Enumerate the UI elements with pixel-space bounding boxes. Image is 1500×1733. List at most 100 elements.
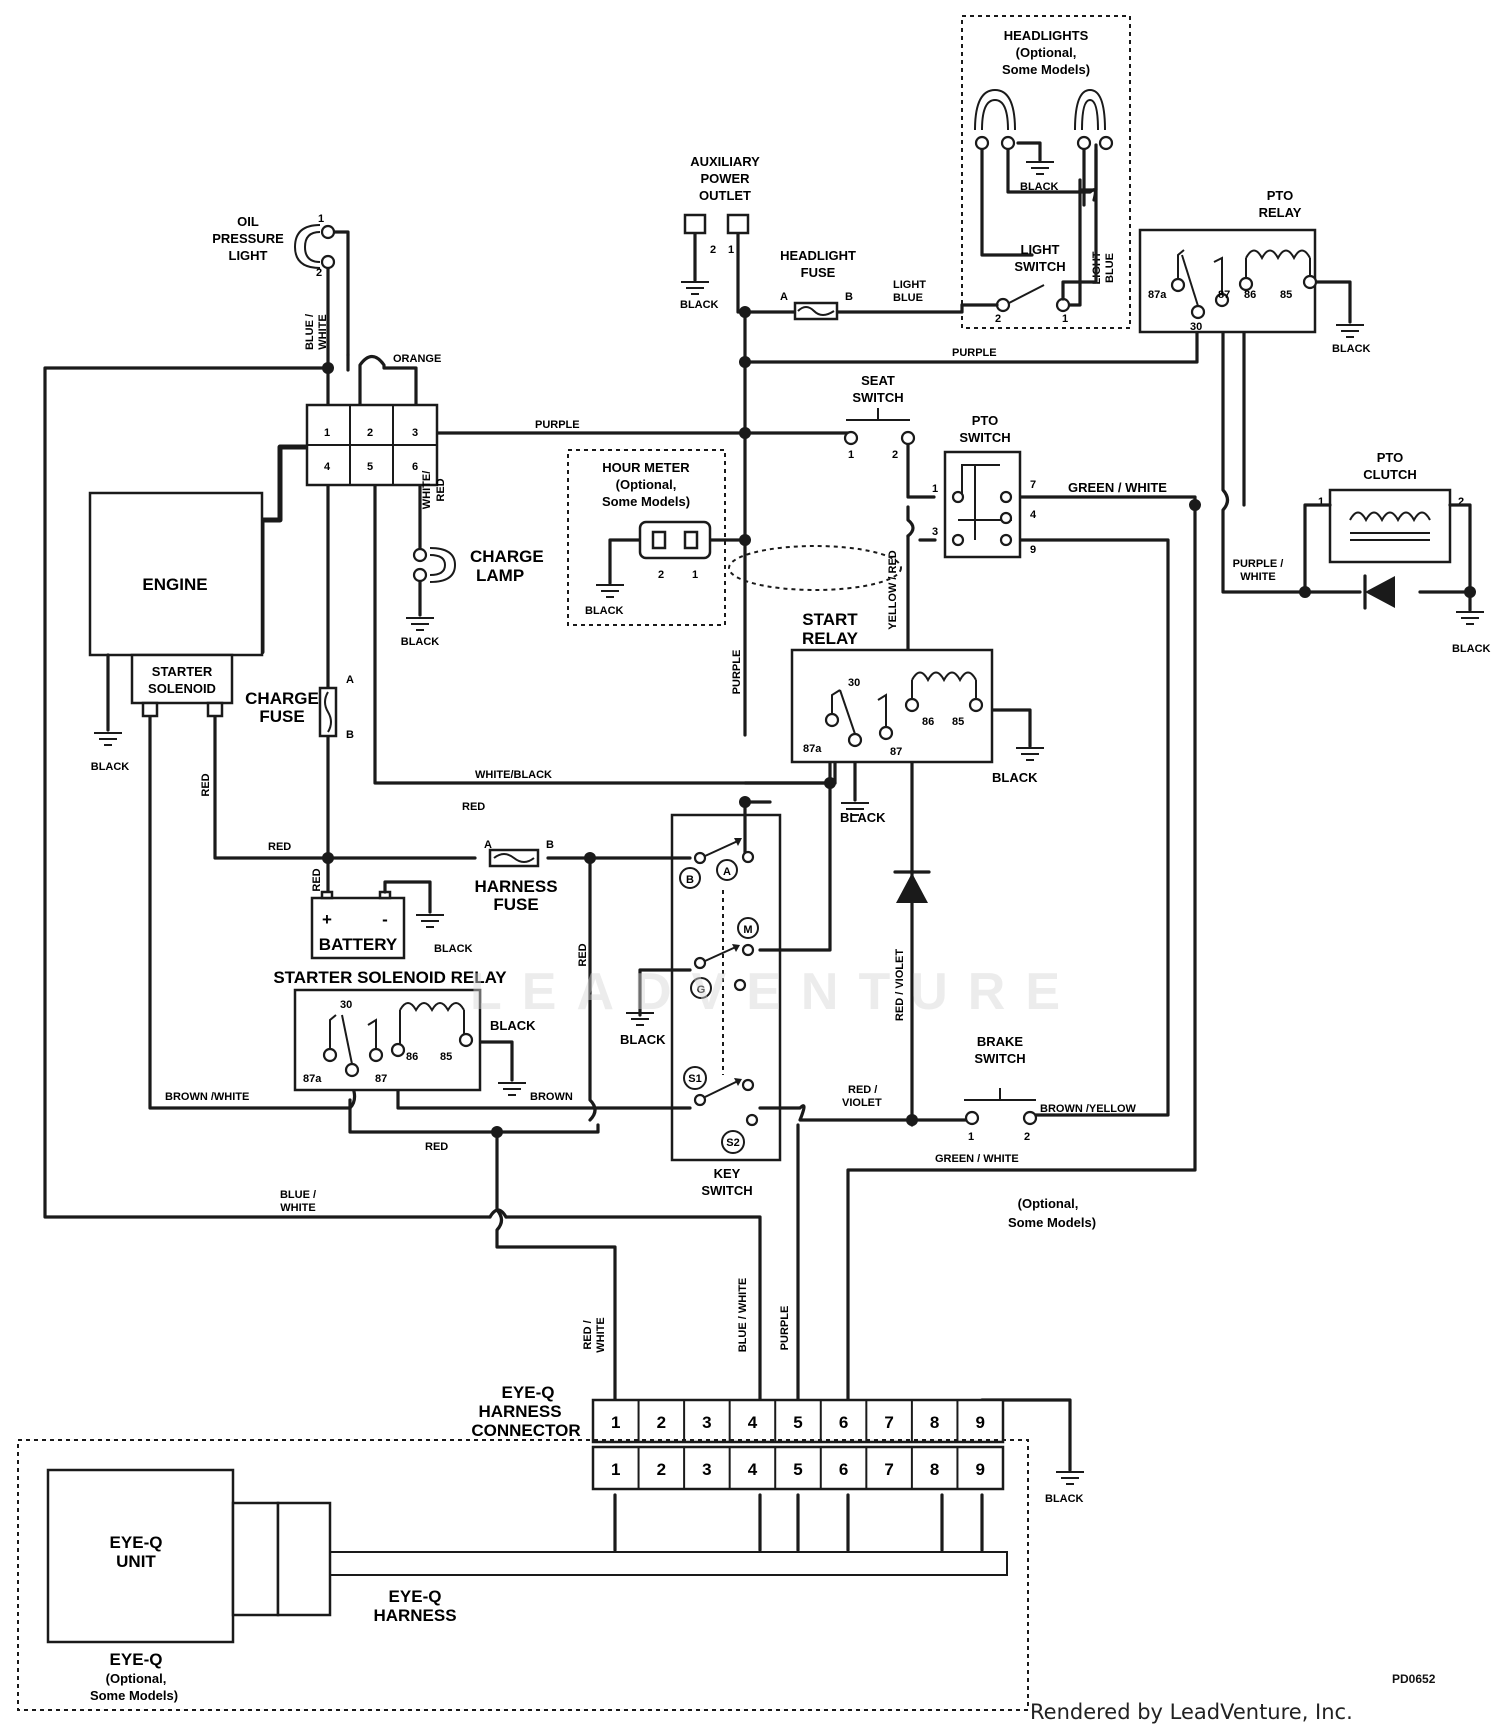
battery-label: BATTERY (319, 935, 398, 954)
battery: + - BATTERY BLACK RED (310, 868, 473, 960)
light-switch-terminal-2: 2 (995, 313, 1001, 325)
charge-lamp-label-1: CHARGE (470, 547, 544, 566)
headlights-ground-label: BLACK (1020, 181, 1059, 193)
eyeq-harness-label-1: EYE-Q (389, 1587, 442, 1606)
purple-white-label-2: WHITE (1240, 571, 1275, 583)
aux-label-1: AUXILIARY (690, 154, 760, 169)
connector-label-3: CONNECTOR (471, 1421, 580, 1440)
eyeq-optional-label-3: Some Models) (90, 1688, 178, 1703)
light-blue-vert-2: BLUE (1104, 253, 1116, 283)
pto-relay-85: 85 (1280, 289, 1292, 301)
pto-clutch-pin-2: 2 (1458, 496, 1464, 508)
key-pos-s1: S1 (688, 1073, 701, 1085)
brake-switch-pin-2: 2 (1024, 1131, 1030, 1143)
start-relay-label-2: RELAY (802, 629, 859, 648)
red-white-label-2: WHITE (595, 1317, 607, 1352)
connector-pin-4: 4 (748, 1460, 758, 1479)
headlight-fuse-label-2: FUSE (801, 265, 836, 280)
connector-pin-8: 8 (930, 1460, 939, 1479)
charge-lamp-label-2: LAMP (476, 566, 524, 585)
block-terminal-4: 4 (324, 461, 331, 473)
connector-ground-label: BLACK (1045, 1493, 1084, 1505)
headlight-fuse-terminal-b: B (845, 291, 853, 303)
oil-light-label-2: PRESSURE (212, 231, 284, 246)
start-relay-85: 85 (952, 716, 964, 728)
connector-label-1: EYE-Q (502, 1383, 555, 1402)
white-red-wire-label-2: RED (435, 478, 447, 501)
charge-fuse-terminal-b: B (346, 729, 354, 741)
start-relay-ground-label: BLACK (992, 770, 1038, 785)
starter-solenoid-label-2: SOLENOID (148, 681, 216, 696)
watermark-text: LEADVENTURE (470, 963, 1081, 1021)
hour-meter-pin-2: 2 (658, 569, 664, 581)
engine-ground-label: BLACK (91, 761, 130, 773)
purple-wire-label-4: PURPLE (779, 1306, 791, 1351)
seat-switch-pin-2: 2 (892, 449, 898, 461)
connector-pin-1: 1 (611, 1460, 620, 1479)
ssr-87a: 87a (303, 1073, 322, 1085)
hour-meter-ground-label: BLACK (585, 605, 624, 617)
block-terminal-6: 6 (412, 461, 418, 473)
yellow-red-label: YELLOW / RED (887, 550, 899, 630)
connector-label-2: HARNESS (478, 1402, 561, 1421)
key-switch-label-2: SWITCH (701, 1183, 752, 1198)
engine-label: ENGINE (142, 575, 207, 594)
starter-solenoid-label-1: STARTER (152, 664, 213, 679)
seat-switch: SEAT SWITCH 1 2 (843, 373, 916, 461)
key-pos-m: M (743, 924, 752, 936)
red-wire-label-4: RED (577, 943, 589, 966)
connector-pin-9: 9 (975, 1460, 984, 1479)
pto-switch-pin-9: 9 (1030, 544, 1036, 556)
hour-meter: HOUR METER (Optional, Some Models) 2 1 B… (567, 449, 902, 695)
seat-switch-pin-1: 1 (848, 449, 854, 461)
battery-minus: - (382, 910, 388, 929)
red-violet-label-2: VIOLET (842, 1097, 882, 1109)
pto-relay-86: 86 (1244, 289, 1256, 301)
optional-label-2: Some Models) (1008, 1215, 1096, 1230)
key-pos-g: G (697, 984, 706, 996)
drawing-code: PD0652 (1392, 1672, 1436, 1686)
battery-ground-label: BLACK (434, 943, 473, 955)
connector-pin-1: 1 (611, 1413, 620, 1432)
purple-wire-label-3: PURPLE (731, 650, 743, 695)
brake-switch-label-1: BRAKE (977, 1034, 1024, 1049)
pto-relay-ground-label: BLACK (1332, 343, 1371, 355)
aux-pin-2: 2 (710, 244, 716, 256)
brown-yellow-label: BROWN /YELLOW (1040, 1103, 1137, 1115)
red-wire-label-5: RED (425, 1141, 448, 1153)
key-g-ground-label: BLACK (620, 1032, 666, 1047)
eyeq-unit-label-2: UNIT (116, 1552, 156, 1571)
pto-switch-label-2: SWITCH (959, 430, 1010, 445)
connector-pin-6: 6 (839, 1460, 848, 1479)
pto-relay-label-1: PTO (1267, 188, 1294, 203)
seat-switch-label-2: SWITCH (852, 390, 903, 405)
purple-white-label-1: PURPLE / (1233, 558, 1284, 570)
connector-pin-9: 9 (975, 1413, 984, 1432)
oil-light-label-3: LIGHT (229, 248, 268, 263)
white-black-wire-label: WHITE/BLACK (475, 769, 552, 781)
key-pos-a: A (723, 866, 731, 878)
aux-power-outlet: 2 1 AUXILIARY POWER OUTLET BLACK (680, 154, 760, 311)
pto-relay-87: 87 (1218, 289, 1230, 301)
block-terminal-1: 1 (324, 427, 330, 439)
connector-pin-6: 6 (839, 1413, 848, 1432)
pto-clutch-pin-1: 1 (1318, 496, 1324, 508)
headlights-label-1: HEADLIGHTS (1004, 28, 1089, 43)
headlights-label-3: Some Models) (1002, 62, 1090, 77)
wire-network (43, 143, 1472, 1576)
connector-pin-4: 4 (748, 1413, 758, 1432)
connector-pin-2: 2 (657, 1413, 666, 1432)
harness-fuse-label-1: HARNESS (474, 877, 557, 896)
eyeq-region: EYE-Q UNIT EYE-Q HARNESS EYE-Q (Optional… (17, 1439, 1029, 1711)
ssr-86: 86 (406, 1051, 418, 1063)
key-switch: KEY SWITCH B A M G S1 S2 BLACK RED / VIO… (620, 813, 882, 1198)
hour-meter-pin-1: 1 (692, 569, 698, 581)
ssr-black-label: BLACK (490, 1018, 536, 1033)
harness-fuse-label-2: FUSE (493, 895, 538, 914)
battery-plus: + (322, 910, 332, 929)
pto-clutch-ground-label: BLACK (1452, 643, 1491, 655)
pto-relay-label-2: RELAY (1259, 205, 1302, 220)
oil-light-pin-1: 1 (318, 213, 324, 225)
light-switch-label-2: SWITCH (1014, 259, 1065, 274)
pto-switch-pin-4: 4 (1030, 509, 1037, 521)
